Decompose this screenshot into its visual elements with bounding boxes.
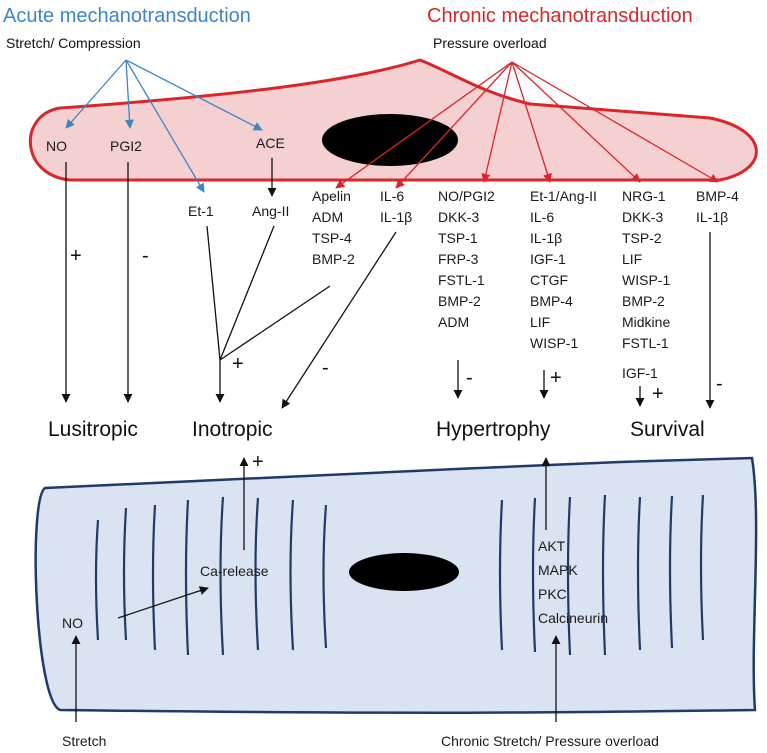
- factor-label: FSTL-1: [438, 272, 485, 288]
- outcome-inotropic: Inotropic: [192, 418, 273, 441]
- factor-label: Apelin: [312, 188, 351, 204]
- pgi2-minus-sign: -: [142, 245, 149, 267]
- chronic-stretch-label: Chronic Stretch/ Pressure overload: [441, 733, 659, 749]
- factor-label: TSP-4: [312, 230, 352, 246]
- factor-label: IL-6: [380, 188, 404, 204]
- pathway-label: AKT: [538, 538, 566, 554]
- inotropic-plus-sign: +: [232, 353, 244, 375]
- outcome-hypertrophy: Hypertrophy: [436, 418, 551, 441]
- chronic-stimulus: Pressure overload: [433, 35, 547, 51]
- group-et1ang: Et-1/Ang-II IL-6 IL-1β IGF-1 CTGF BMP-4 …: [530, 188, 597, 351]
- factor-label: BMP-4: [530, 293, 573, 309]
- factor-label: NO/PGI2: [438, 188, 495, 204]
- stretch-label: Stretch: [62, 733, 106, 749]
- factor-label: DKK-3: [438, 209, 479, 225]
- acute-title: Acute mechanotransduction: [3, 5, 251, 27]
- il6-minus-sign: -: [322, 357, 329, 379]
- no-plus-sign: +: [70, 245, 82, 267]
- factor-label: BMP-2: [438, 293, 481, 309]
- factor-label: WISP-1: [530, 335, 578, 351]
- factor-label: BMP-2: [312, 251, 355, 267]
- factor-label: IL-1β: [380, 209, 412, 225]
- hypertrophy-plus-sign: +: [550, 367, 562, 389]
- acute-arrows: [65, 59, 263, 193]
- ca-release-plus-sign: +: [252, 451, 264, 473]
- factor-label: TSP-1: [438, 230, 478, 246]
- factor-label: FSTL-1: [622, 335, 669, 351]
- factor-label: FRP-3: [438, 251, 479, 267]
- factor-label: Midkine: [622, 314, 670, 330]
- factor-label: IGF-1: [530, 251, 566, 267]
- factor-label: CTGF: [530, 272, 568, 288]
- acute-no-label: NO: [46, 138, 67, 154]
- group-apelin: Apelin ADM TSP-4 BMP-2: [312, 188, 355, 267]
- effect-arrows: [61, 158, 715, 722]
- acute-ang2-label: Ang-II: [252, 203, 289, 219]
- factor-label: BMP-4: [696, 188, 739, 204]
- pathway-label: MAPK: [538, 562, 578, 578]
- chronic-title: Chronic mechanotransduction: [427, 5, 693, 27]
- group-nrg: NRG-1 DKK-3 TSP-2 LIF WISP-1 BMP-2 Midki…: [622, 188, 670, 381]
- hypertrophy-minus-sign: -: [466, 367, 473, 389]
- factor-label: LIF: [530, 314, 550, 330]
- survival-minus-sign: -: [716, 373, 723, 395]
- pathway-label: PKC: [538, 586, 567, 602]
- myocyte-nucleus: [349, 553, 459, 591]
- acute-et1-label: Et-1: [188, 203, 214, 219]
- ca-release-label: Ca-release: [200, 563, 269, 579]
- sarcomere-striations: [94, 494, 705, 656]
- pathway-label: Calcineurin: [538, 610, 608, 626]
- factor-label: DKK-3: [622, 209, 663, 225]
- factor-label: Et-1/Ang-II: [530, 188, 597, 204]
- factor-label: IL-1β: [696, 209, 728, 225]
- top-cell-nucleus: [322, 114, 458, 166]
- outcome-lusitropic: Lusitropic: [48, 418, 138, 441]
- factor-label: IL-6: [530, 209, 554, 225]
- acute-stimulus: Stretch/ Compression: [6, 35, 141, 51]
- myocyte-no-label: NO: [62, 615, 83, 631]
- acute-ace-label: ACE: [256, 135, 285, 151]
- factor-label: IGF-1: [622, 365, 658, 381]
- outcome-survival: Survival: [630, 418, 705, 441]
- group-bmp4: BMP-4 IL-1β: [696, 188, 739, 225]
- acute-pgi2-label: PGI2: [110, 138, 142, 154]
- chronic-arrows: [335, 61, 719, 189]
- factor-label: ADM: [438, 314, 469, 330]
- group-il6: IL-6 IL-1β: [380, 188, 412, 225]
- group-nopgi2: NO/PGI2 DKK-3 TSP-1 FRP-3 FSTL-1 BMP-2 A…: [438, 188, 495, 330]
- factor-label: IL-1β: [530, 230, 562, 246]
- factor-label: WISP-1: [622, 272, 670, 288]
- factor-label: TSP-2: [622, 230, 662, 246]
- factor-label: BMP-2: [622, 293, 665, 309]
- survival-plus-sign: +: [652, 383, 664, 405]
- factor-label: LIF: [622, 251, 642, 267]
- factor-label: ADM: [312, 209, 343, 225]
- factor-label: NRG-1: [622, 188, 666, 204]
